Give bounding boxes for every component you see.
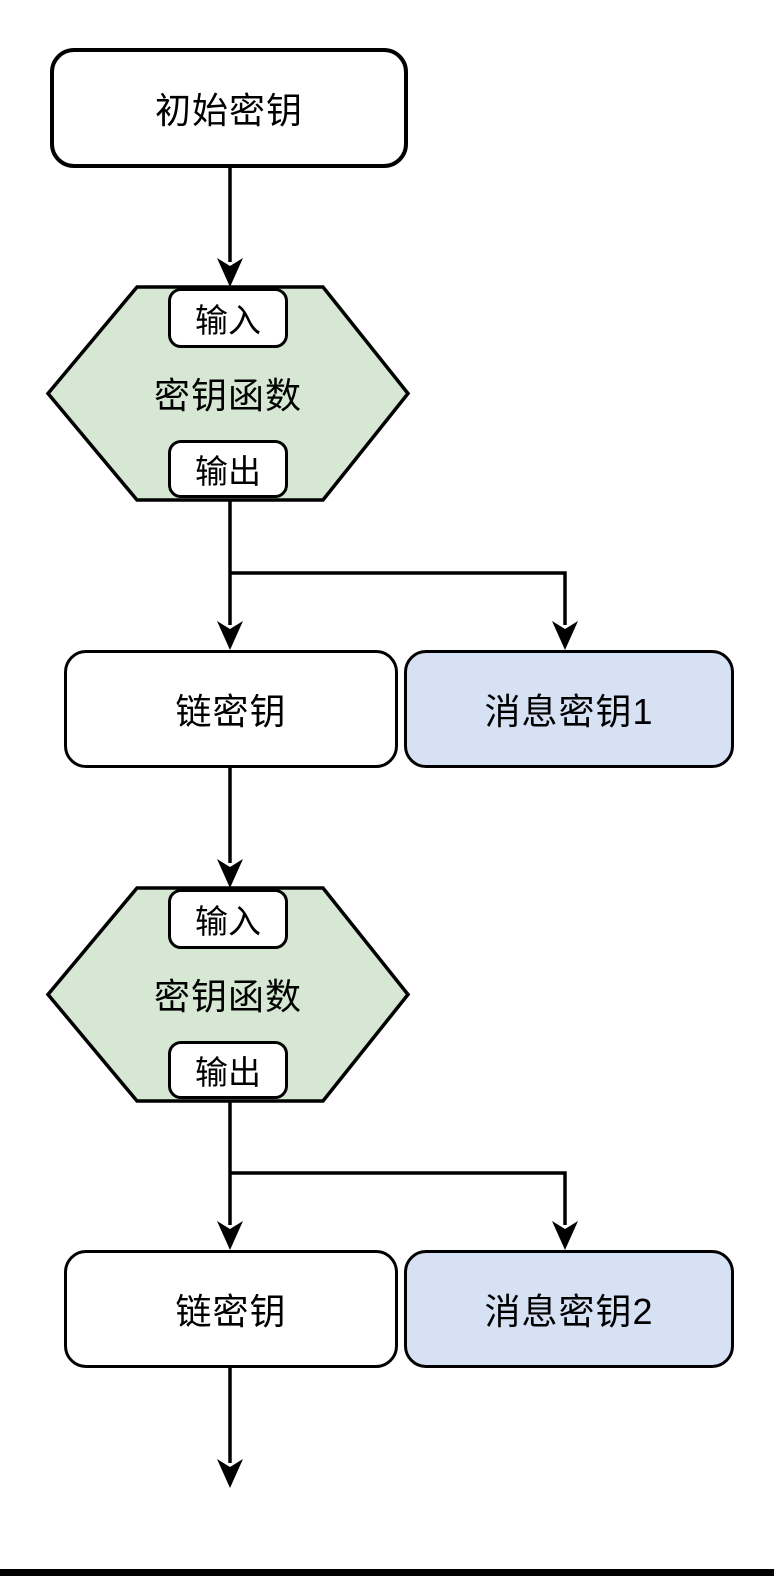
chain-key-node-1: 链密钥	[64, 650, 398, 768]
message-key-node-1: 消息密钥1	[404, 650, 734, 768]
message-key-node-2: 消息密钥2	[404, 1250, 734, 1368]
initial-key-label: 初始密钥	[154, 90, 303, 131]
message-key-label-2: 消息密钥2	[484, 1291, 654, 1332]
kdf1-input-label: 输入	[195, 302, 261, 339]
arrowhead-into-chainkey1	[217, 621, 243, 650]
kdf2-function-label: 密钥函数	[153, 976, 302, 1017]
chain-key-label-2: 链密钥	[175, 1291, 287, 1332]
arrowhead-continue	[217, 1459, 243, 1488]
message-key-label-1: 消息密钥1	[484, 691, 654, 732]
arrowhead-into-messagekey1	[552, 621, 578, 650]
kdf2-input-port: 输入	[168, 889, 288, 949]
chain-key-label-1: 链密钥	[175, 691, 287, 732]
arrowhead-into-kdf2	[217, 859, 243, 888]
bottom-edge-bar	[0, 1569, 774, 1576]
arrowhead-into-messagekey2	[552, 1221, 578, 1250]
kdf2-output-label: 输出	[195, 1054, 261, 1091]
kdf2-input-label: 输入	[195, 903, 261, 940]
kdf1-output-label: 输出	[195, 453, 261, 490]
arrowhead-into-kdf1	[217, 258, 243, 287]
kdf1-output-port: 输出	[168, 440, 288, 498]
branch-connector-to-messagekey2	[230, 1171, 567, 1225]
arrowhead-into-chainkey2	[217, 1221, 243, 1250]
kdf-hexagon-1	[45, 285, 411, 502]
kdf2-output-port: 输出	[168, 1041, 288, 1099]
branch-connector-to-messagekey1	[230, 571, 567, 625]
initial-key-node: 初始密钥	[50, 48, 408, 168]
chain-key-node-2: 链密钥	[64, 1250, 398, 1368]
kdf-hexagon-2	[45, 886, 411, 1103]
kdf1-function-label: 密钥函数	[153, 375, 302, 416]
kdf1-input-port: 输入	[168, 288, 288, 348]
